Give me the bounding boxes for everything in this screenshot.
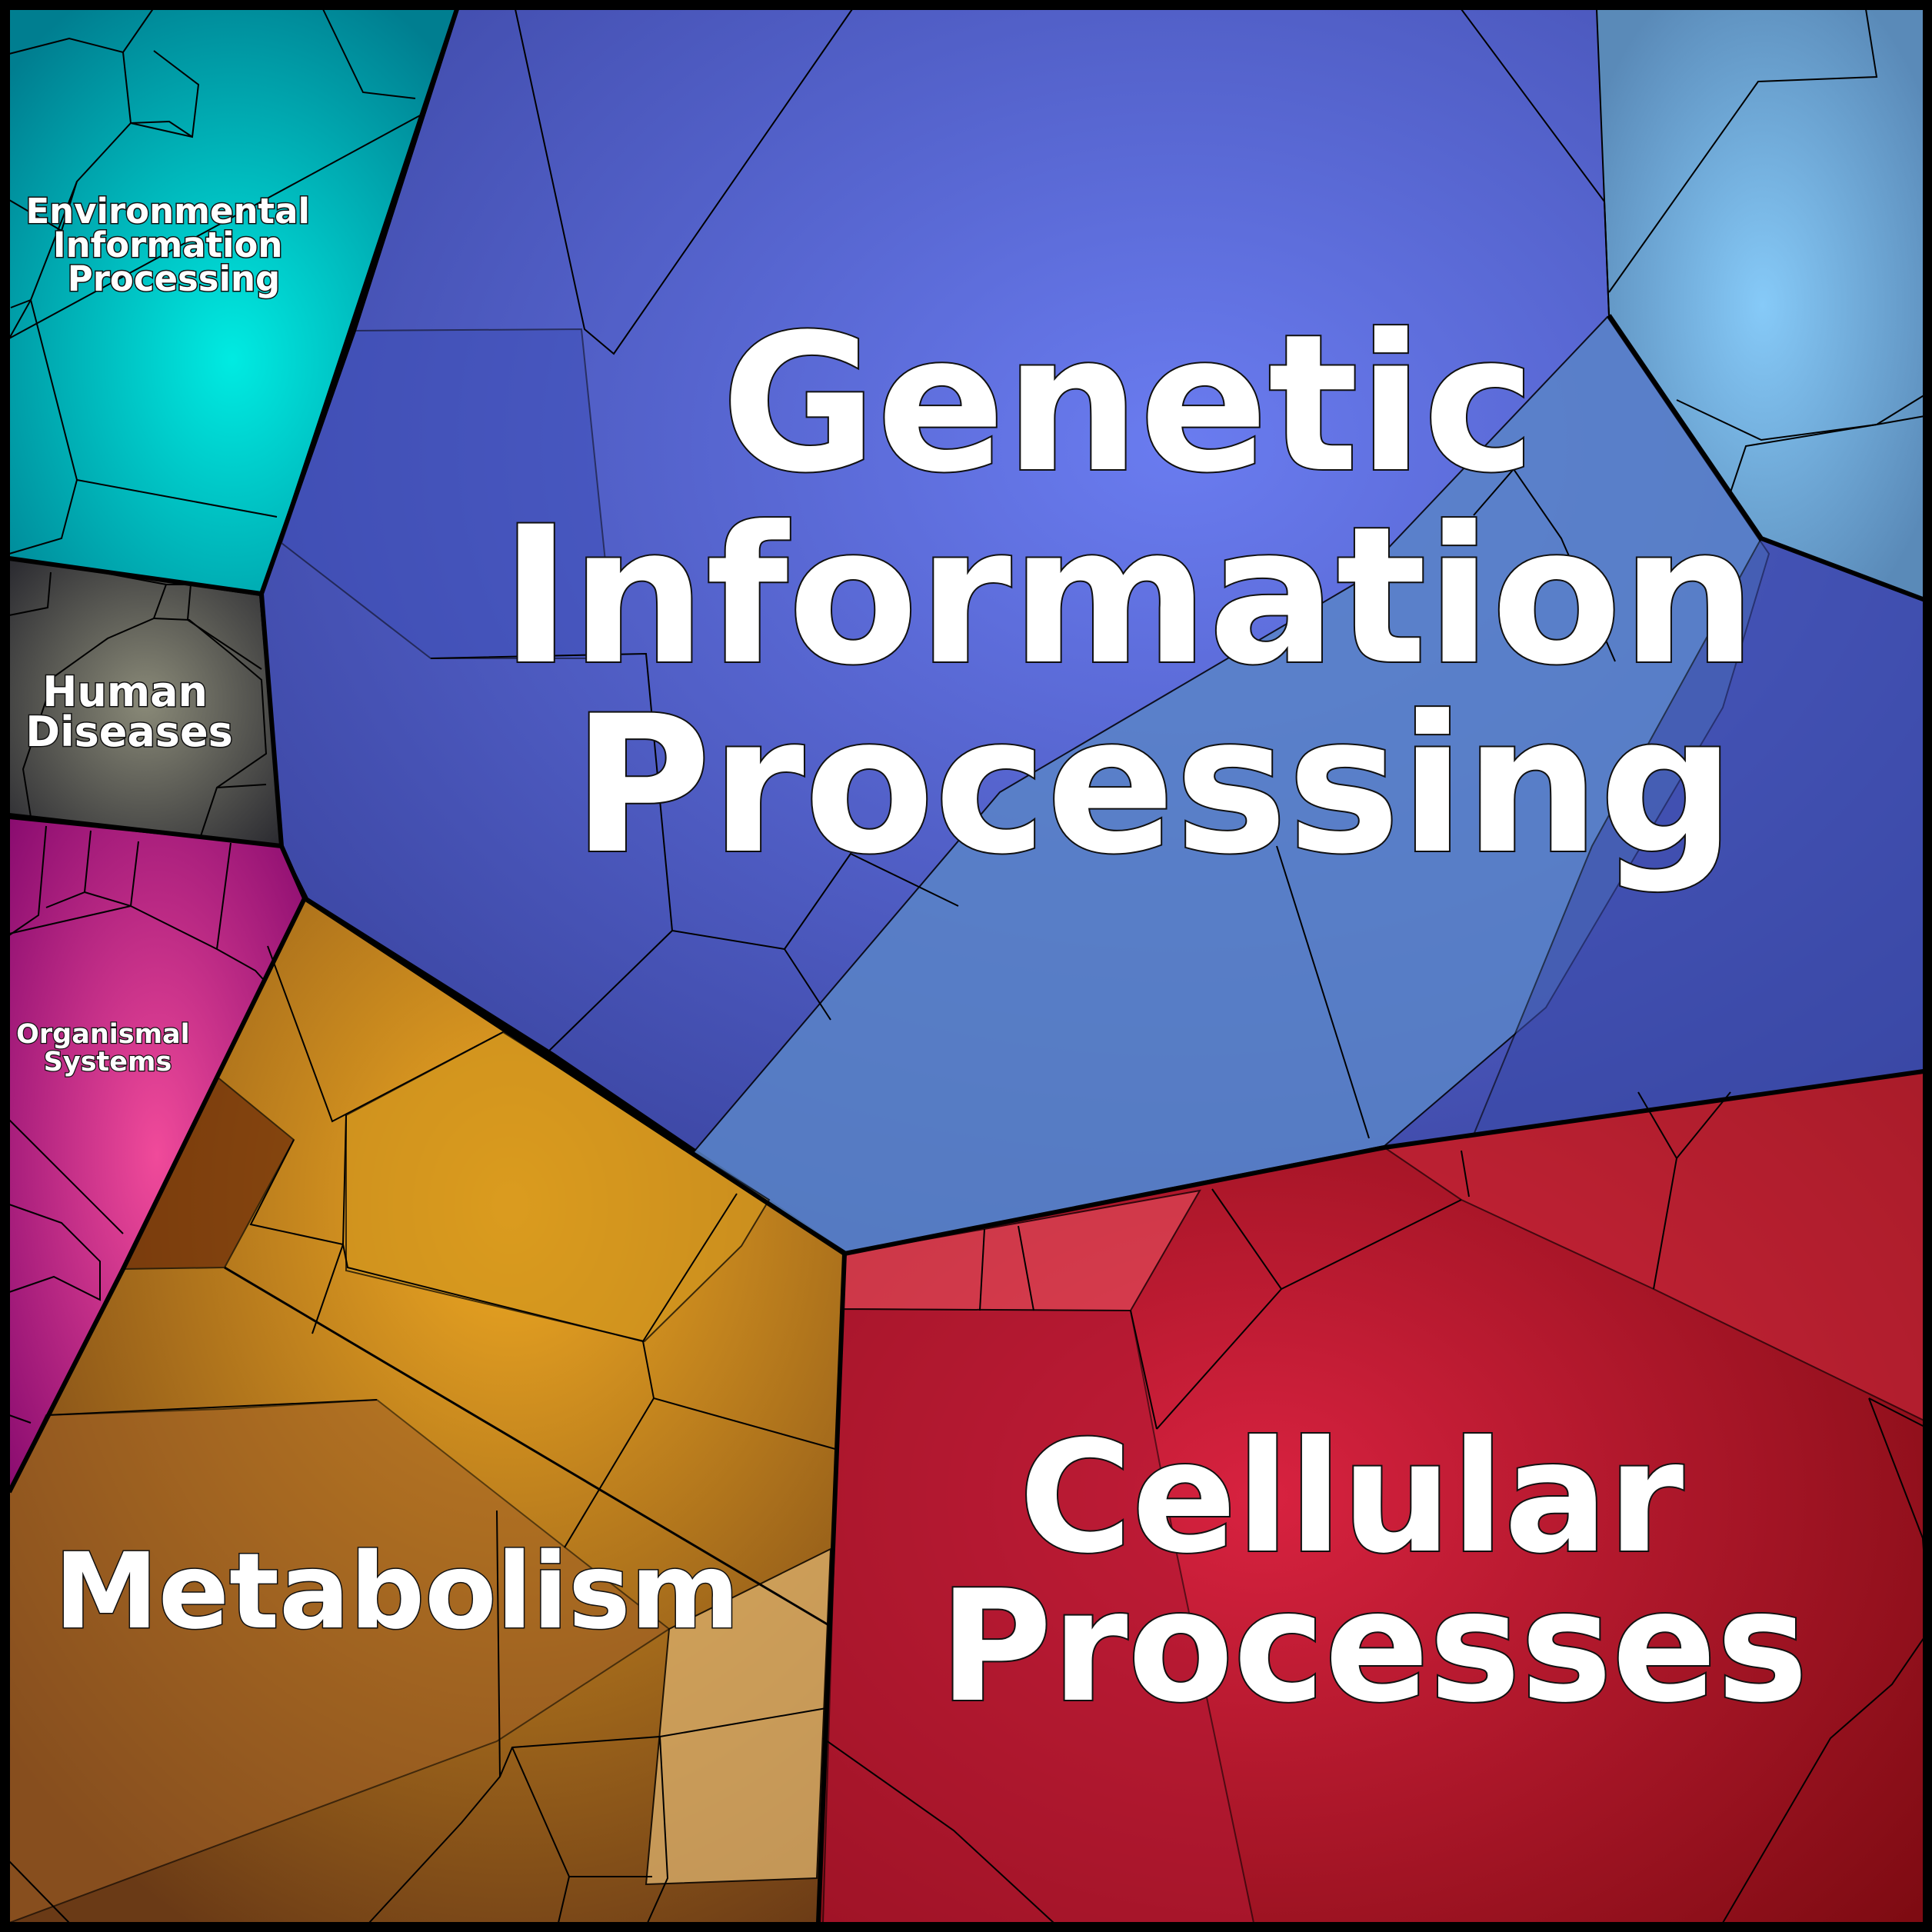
label-line: Environmental — [25, 191, 309, 232]
label-line: Metabolism — [54, 1531, 739, 1653]
region-genetic-information-processing — [260, 8, 1930, 1254]
label-line: Organismal — [16, 1019, 190, 1050]
label-line: Processing — [572, 676, 1735, 896]
region-metabolism — [8, 897, 846, 1924]
label-line: Human — [42, 668, 208, 716]
label-organismal-systems: Organismal Systems — [16, 1019, 199, 1078]
label-line: Cellular — [1019, 1408, 1684, 1587]
label-genetic-information-processing: Genetic Information Processing — [501, 295, 1822, 896]
label-line: Processing — [68, 258, 281, 299]
label-line: Genetic — [721, 295, 1535, 515]
label-metabolism: Metabolism — [54, 1531, 739, 1653]
label-line: Systems — [44, 1047, 172, 1078]
label-line: Diseases — [25, 708, 232, 756]
label-environmental-information-processing: Environmental Information Processing — [25, 191, 321, 299]
label-cellular-processes: Cellular Processes — [939, 1408, 1808, 1737]
label-human-diseases: Human Diseases — [25, 668, 232, 756]
label-line: Information — [53, 225, 283, 265]
label-line: Processes — [939, 1557, 1808, 1737]
region-cellular-processes — [817, 1069, 1930, 1924]
label-line: Information — [501, 487, 1756, 707]
